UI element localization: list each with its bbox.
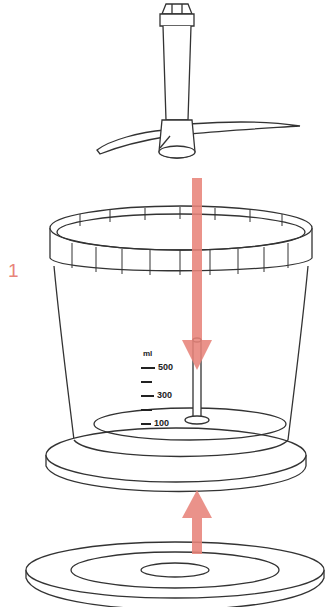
callout-number: 1	[8, 261, 19, 280]
scale-value: 100	[154, 419, 169, 428]
bowl	[46, 206, 312, 492]
blade-unit	[97, 4, 300, 158]
scale-value: 300	[157, 391, 172, 400]
assembly-arrows	[182, 178, 212, 554]
unit-label: ml	[143, 350, 152, 358]
lid	[26, 542, 324, 607]
scale-value: 500	[158, 363, 173, 372]
